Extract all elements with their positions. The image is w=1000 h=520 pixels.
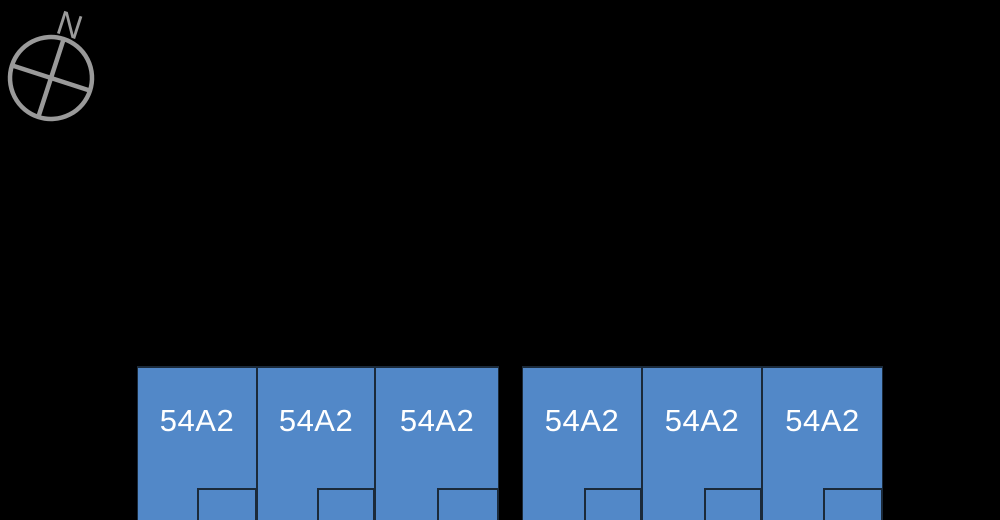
building-unit[interactable]: 54A2 xyxy=(522,366,642,520)
building-unit-annex xyxy=(437,488,499,520)
left-building-block[interactable]: 54A2 54A2 54A2 xyxy=(137,366,499,520)
building-unit[interactable]: 54A2 xyxy=(257,366,376,520)
building-unit-annex xyxy=(197,488,258,520)
building-unit[interactable]: 54A2 xyxy=(375,366,499,520)
compass-rose-icon: N xyxy=(7,4,95,122)
building-unit-label: 54A2 xyxy=(664,402,740,438)
building-unit-annex xyxy=(822,488,883,520)
building-unit-label: 54A2 xyxy=(544,402,620,438)
building-unit-label: 54A2 xyxy=(785,402,860,438)
compass-north-label: N xyxy=(52,4,87,48)
building-unit-label: 54A2 xyxy=(159,402,235,438)
building-unit[interactable]: 54A2 xyxy=(642,366,762,520)
building-unit[interactable]: 54A2 xyxy=(762,366,883,520)
right-building-block[interactable]: 54A2 54A2 54A2 xyxy=(522,366,883,520)
building-unit-label: 54A2 xyxy=(278,402,354,438)
building-unit-label: 54A2 xyxy=(399,402,475,438)
compass-rose: N xyxy=(0,0,110,140)
building-unit-annex xyxy=(584,488,642,520)
building-unit-annex xyxy=(317,488,376,520)
building-unit[interactable]: 54A2 xyxy=(137,366,258,520)
compass-needle-horizontal-icon xyxy=(11,63,91,93)
building-unit-annex xyxy=(704,488,762,520)
